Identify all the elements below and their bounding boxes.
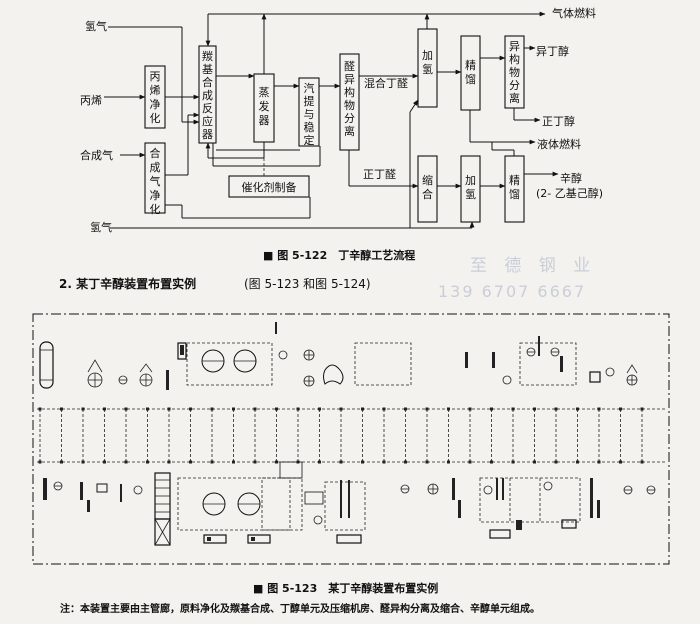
label-syngas-purify: 合成气净化 [150,146,161,216]
label-catalyst-prep: 催化剂制备 [242,180,297,194]
stream-octanol: 辛醇 [560,171,582,185]
input-propylene: 丙烯 [80,94,102,107]
stream-liquid-fuel: 液体燃料 [537,137,581,151]
caption-fig-5-122: ■ 图 5-122 丁辛醇工艺流程 [263,248,415,262]
storage-tank [39,341,54,389]
label-rectification-1: 精馏 [465,59,476,86]
box-catalyst-prep [228,175,310,198]
stream-octanol-alias: (2- 乙基己醇) [536,186,603,200]
process-flow-diagram: 氢气 丙烯 合成气 氢气 丙烯净化 合成气净化 羰基合成反应器 蒸发器 汽提与稳… [80,6,603,234]
stream-gas-fuel: 气体燃料 [552,6,596,20]
label-oxo-reactor: 羰基合成反应器 [202,49,213,141]
stream-mixed-butyraldehyde: 混合丁醛 [364,76,408,90]
input-hydrogen-bottom: 氢气 [90,220,112,234]
box-strip-stabilize [298,77,320,147]
input-syngas: 合成气 [80,148,113,162]
stream-n-butanol: 正丁醇 [542,114,575,128]
label-isomer-sep: 异构物分离 [509,40,520,105]
stream-n-butyraldehyde: 正丁醛 [363,167,396,181]
lower-area [43,461,656,546]
label-aldehyde-isomer-sep: 醛异构物分离 [344,59,355,138]
stream-isobutanol: 异丁醇 [536,44,569,58]
label-condensation: 缩合 [422,174,433,201]
watermark-name: 至 德 钢 业 [470,256,596,276]
flow-lines [104,11,559,229]
watermark-phone: 139 6707 6667 [438,282,586,301]
label-hydrogenation-1: 加氢 [422,49,433,76]
label-rectification-2: 精馏 [509,174,520,201]
box-condensation [417,155,438,223]
label-evaporator: 蒸发器 [259,86,270,127]
caption-fig-5-123: ■ 图 5-123 某丁辛醇装置布置实例 [253,581,438,595]
main-pipe-rack [37,407,665,464]
box-syngas-purify [144,142,166,214]
layout-boundary [32,313,670,565]
section-heading-ref: (图 5-123 和图 5-124) [244,277,371,291]
label-strip-stabilize: 汽提与稳定 [304,81,315,147]
section-heading: 2. 某丁辛醇装置布置实例 [59,276,196,291]
plant-layout-plan [32,313,670,565]
upper-area [39,322,638,390]
label-hydrogenation-2: 加氢 [465,174,476,201]
label-propylene-purify: 丙烯净化 [150,70,161,125]
layout-note: 注：本装置主要由主管廊，原料净化及羰基合成、丁醇单元及压缩机房、醛异构分离及缩合… [60,602,540,615]
input-hydrogen-top: 氢气 [85,19,107,33]
